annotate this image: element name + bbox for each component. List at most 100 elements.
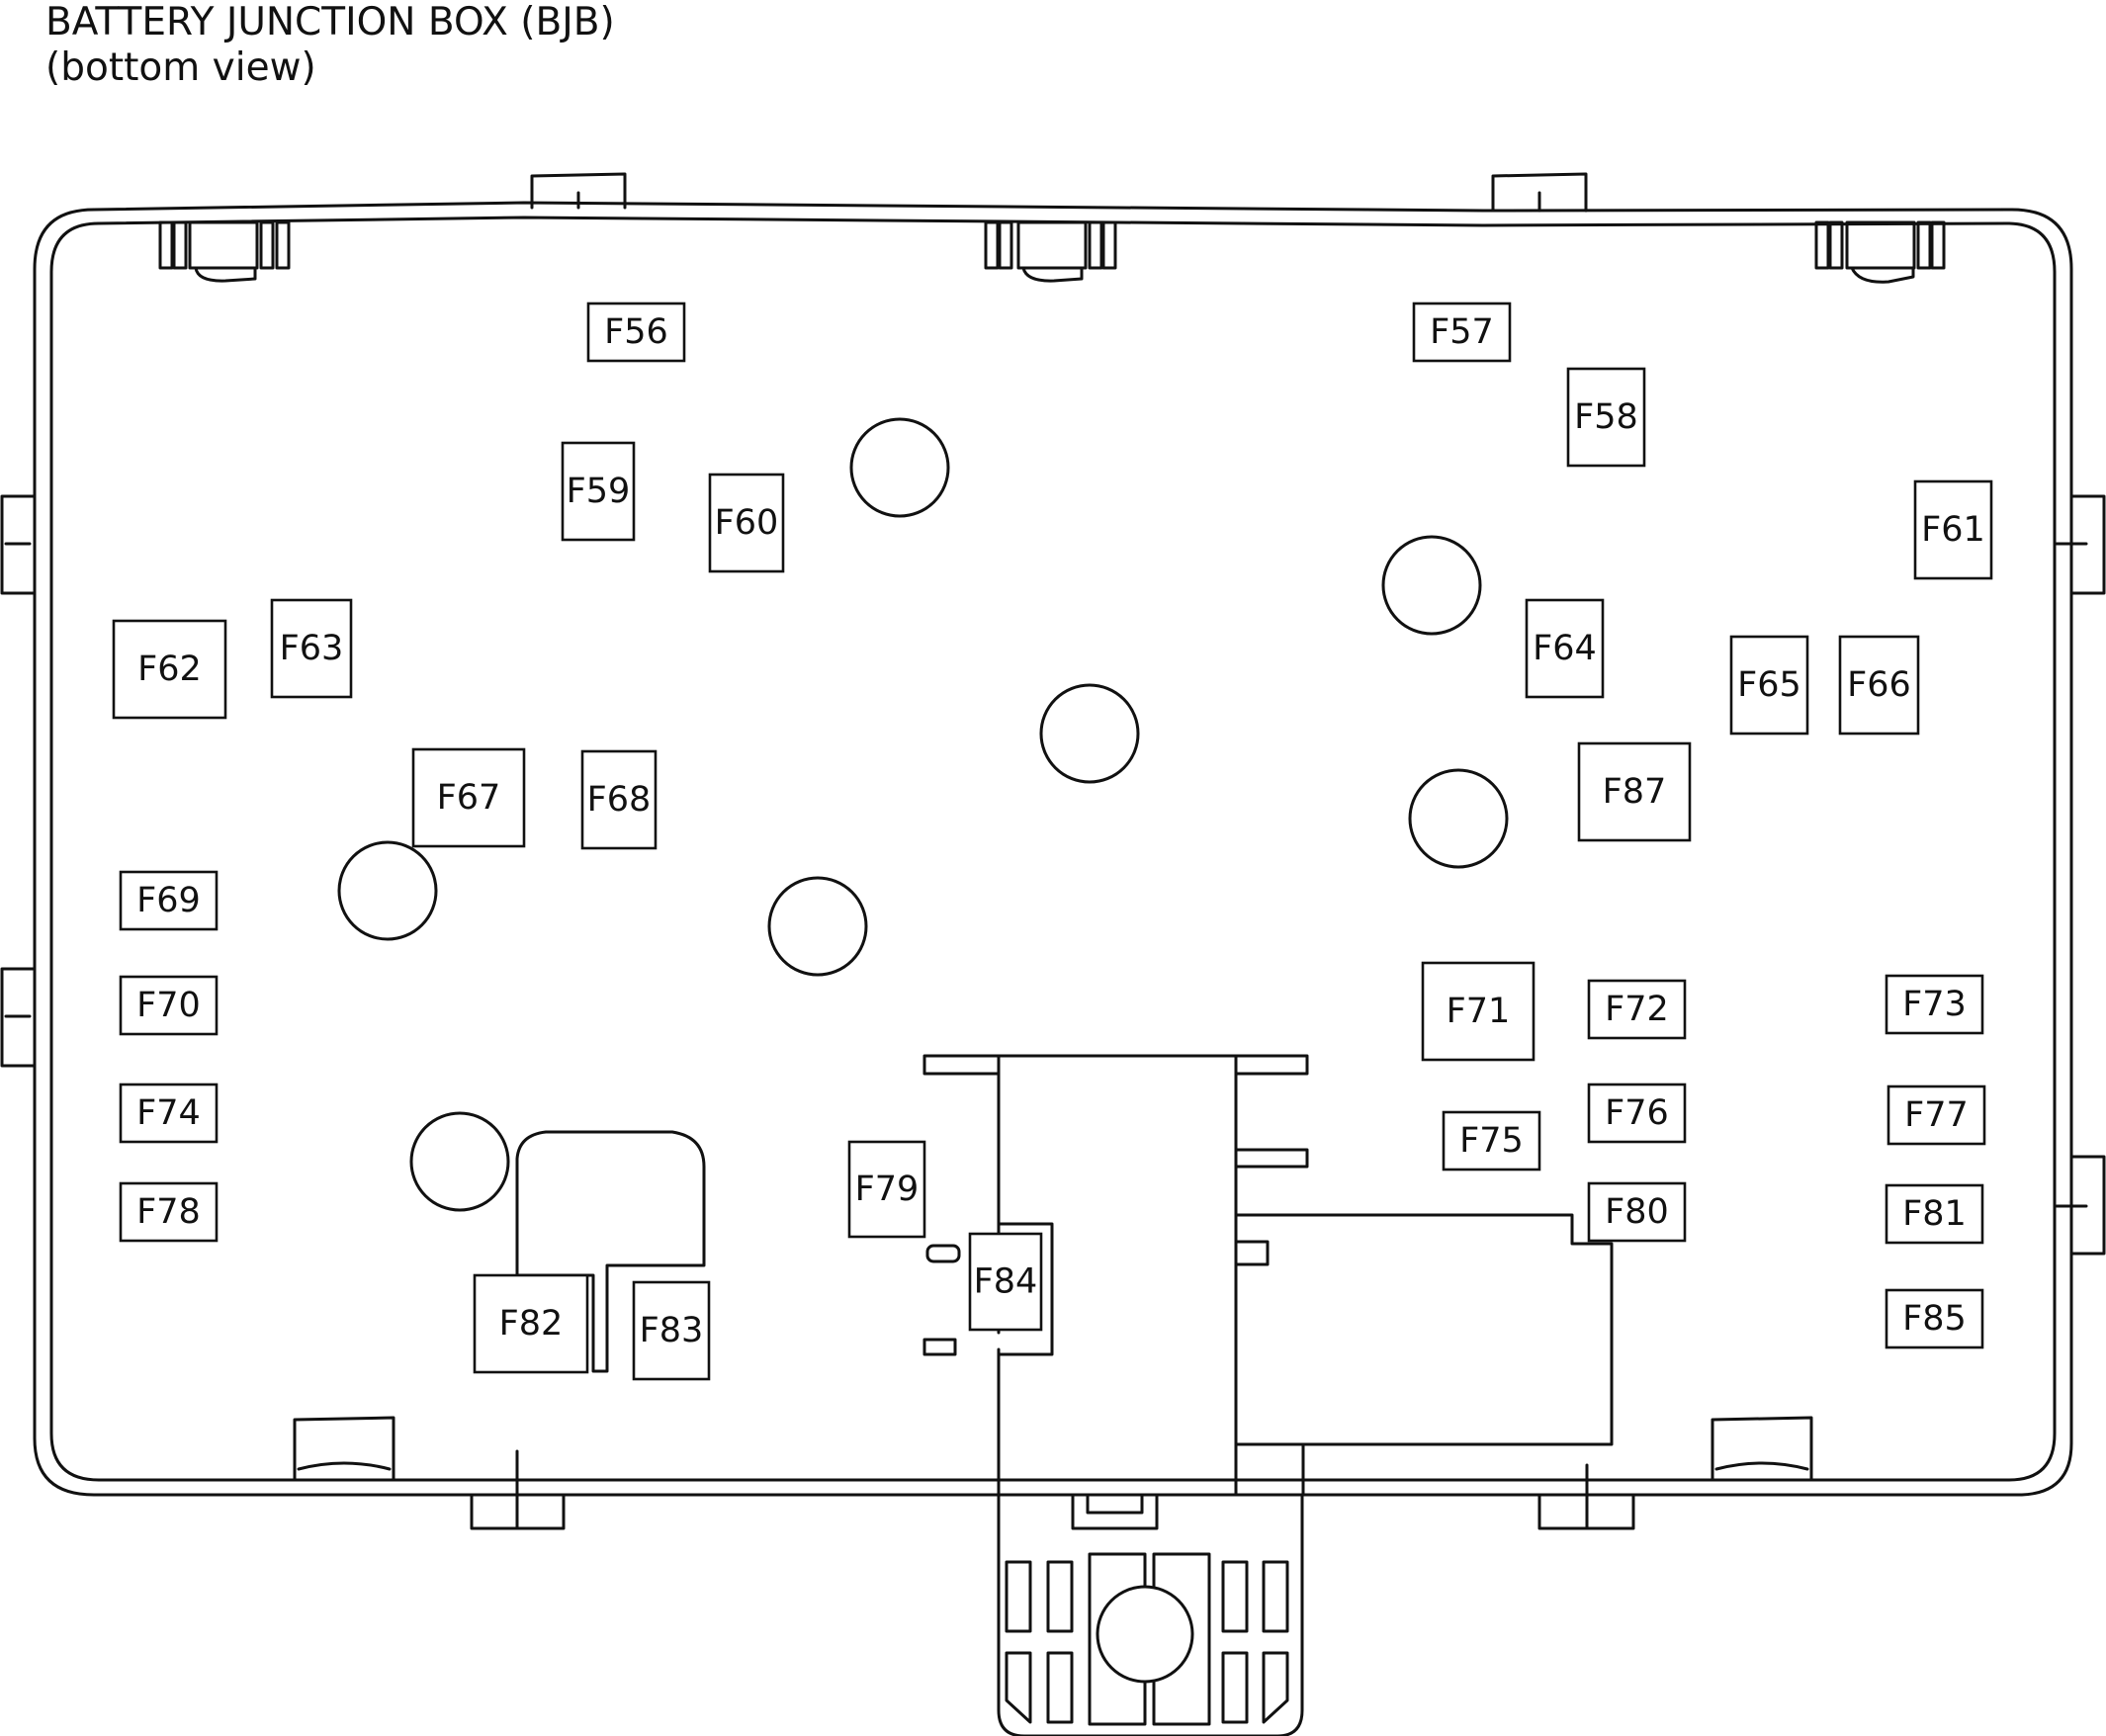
fuse-outline (1442, 1110, 1541, 1172)
fuse-outline (119, 975, 219, 1036)
fuse-label: F80 (1605, 1192, 1669, 1232)
fuse-f65: F65 (1729, 635, 1809, 736)
fuse-f78: F78 (119, 1181, 219, 1243)
fuse-f81: F81 (1885, 1183, 1984, 1245)
fuse-outline (968, 1232, 1043, 1332)
title-line: BATTERY JUNCTION BOX (BJB) (45, 0, 615, 44)
mounting-posts (337, 417, 1509, 1212)
fuse-f63: F63 (270, 598, 353, 699)
fuse-outline (1587, 979, 1687, 1040)
fuse-label: F83 (640, 1311, 704, 1350)
fuse-f82: F82 (473, 1273, 589, 1374)
side-tabs (0, 494, 2106, 1256)
fuse-label: F60 (715, 503, 779, 543)
fuse-f87: F87 (1577, 741, 1692, 842)
fuse-f75: F75 (1442, 1110, 1541, 1172)
fuse-f68: F68 (580, 749, 658, 850)
fuse-outline (119, 1083, 219, 1144)
fuse-outline (1421, 961, 1536, 1062)
fuse-outline (1412, 302, 1512, 363)
fuse-f60: F60 (708, 473, 785, 573)
l-bracket (515, 1130, 706, 1373)
fuse-label: F72 (1605, 990, 1669, 1029)
fuse-f74: F74 (119, 1083, 219, 1144)
fuse-label: F64 (1533, 629, 1597, 668)
fuse-f58: F58 (1566, 367, 1646, 468)
fuse-label: F85 (1902, 1299, 1967, 1339)
subtitle-line: (bottom view) (45, 45, 316, 90)
fuse-f76: F76 (1587, 1083, 1687, 1144)
fuse-outline (847, 1140, 926, 1239)
fuse-label: F82 (499, 1304, 564, 1344)
fuse-label: F76 (1605, 1093, 1669, 1133)
fuse-f72: F72 (1587, 979, 1687, 1040)
fuse-f64: F64 (1525, 598, 1605, 699)
fuse-outline (1566, 367, 1646, 468)
fuse-outline (1587, 1083, 1687, 1144)
fuse-f56: F56 (586, 302, 686, 363)
fuse-f73: F73 (1885, 974, 1984, 1035)
fuse-label: F74 (136, 1093, 201, 1133)
fuse-label: F65 (1737, 665, 1801, 705)
fuse-label: F66 (1847, 665, 1911, 705)
fuse-label: F79 (855, 1170, 920, 1209)
fuse-outline (632, 1280, 711, 1381)
fuse-f61: F61 (1913, 479, 1993, 580)
fuse-f62: F62 (112, 619, 227, 720)
fuse-label: F57 (1430, 312, 1494, 352)
fuse-outline (1838, 635, 1920, 736)
fuse-label: F81 (1902, 1194, 1967, 1234)
fuse-f59: F59 (561, 441, 636, 542)
fuse-label: F58 (1574, 397, 1638, 437)
fuse-label: F68 (587, 780, 652, 820)
fuse-f67: F67 (411, 747, 526, 848)
fuse-outline (112, 619, 227, 720)
fuse-outline (1885, 1183, 1984, 1245)
fuse-f85: F85 (1885, 1288, 1984, 1349)
fuse-f80: F80 (1587, 1181, 1687, 1243)
fuse-outline (580, 749, 658, 850)
bottom-connector (997, 1493, 1304, 1736)
fuse-f57: F57 (1412, 302, 1512, 363)
fuse-label: F87 (1603, 772, 1667, 812)
fuse-f84: F84 (968, 1232, 1043, 1332)
diagram-title: BATTERY JUNCTION BOX (BJB) (bottom view) (45, 0, 615, 91)
relay-housing (922, 1054, 1614, 1497)
fuse-label: F75 (1459, 1121, 1524, 1161)
fuse-label: F56 (604, 312, 668, 352)
fuse-label: F70 (136, 986, 201, 1025)
fuse-outline (1887, 1085, 1986, 1146)
fuse-outline (270, 598, 353, 699)
fuse-label: F73 (1902, 985, 1967, 1024)
top-clips (158, 172, 1946, 284)
fuse-f70: F70 (119, 975, 219, 1036)
fuse-outline (708, 473, 785, 573)
fuse-label: F71 (1447, 992, 1511, 1031)
fuse-label: F77 (1904, 1095, 1969, 1135)
fuse-outline (473, 1273, 589, 1374)
fuse-f83: F83 (632, 1280, 711, 1381)
fuse-f69: F69 (119, 870, 219, 931)
bottom-clips (293, 1416, 1813, 1530)
fuse-outline (119, 1181, 219, 1243)
fuse-label: F63 (280, 629, 344, 668)
fuse-f71: F71 (1421, 961, 1536, 1062)
fuse-label: F59 (567, 472, 631, 511)
housing-outline (33, 201, 2073, 1497)
fuse-outline (1885, 974, 1984, 1035)
fuse-outline (1587, 1181, 1687, 1243)
fuse-outline (119, 870, 219, 931)
fuse-outline (1913, 479, 1993, 580)
fuse-outline (1729, 635, 1809, 736)
fuse-label: F62 (137, 650, 202, 689)
fuse-outline (586, 302, 686, 363)
fuse-label: F84 (974, 1262, 1038, 1302)
fuse-label: F61 (1921, 510, 1985, 550)
fuse-outline (1525, 598, 1605, 699)
fuse-outline (561, 441, 636, 542)
fuse-outline (411, 747, 526, 848)
fuse-f79: F79 (847, 1140, 926, 1239)
fuse-label: F67 (437, 778, 501, 818)
